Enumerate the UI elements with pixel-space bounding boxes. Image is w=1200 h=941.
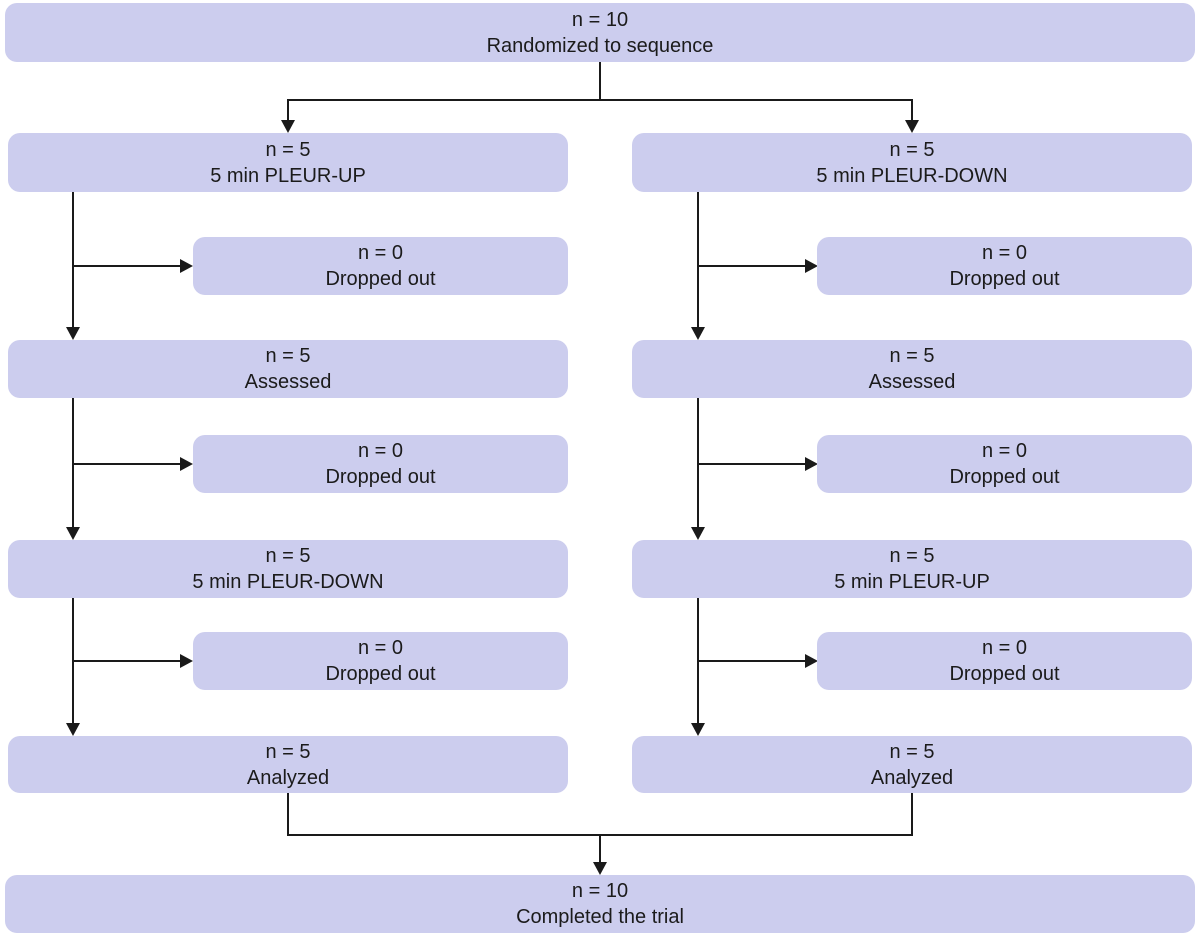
arrow-down-icon: [281, 120, 295, 133]
box-count: n = 5: [265, 740, 311, 763]
connector-split-horizontal: [287, 99, 913, 101]
flow-box-left-assessed: n = 5 Assessed: [8, 340, 568, 398]
box-count: n = 0: [981, 440, 1028, 462]
arrow-right-icon: [805, 654, 818, 668]
box-count: n = 5: [889, 138, 935, 161]
connector-left-stem-2: [72, 398, 74, 527]
connector-merge-stem: [599, 835, 601, 862]
box-label: 5 min PLEUR-UP: [210, 164, 366, 187]
arrow-down-icon: [66, 723, 80, 736]
flow-box-right-analyzed: n = 5 Analyzed: [632, 736, 1192, 793]
connector-left-branch-2: [73, 463, 180, 465]
flow-box-left-dropout-2: n = 0 Dropped out: [193, 435, 568, 493]
box-label: Dropped out: [949, 268, 1060, 290]
flow-box-right-dropout-2: n = 0 Dropped out: [817, 435, 1192, 493]
connector-merge-right: [911, 793, 913, 836]
box-label: Analyzed: [870, 766, 954, 789]
arrow-down-icon: [593, 862, 607, 875]
box-label: Dropped out: [325, 268, 436, 290]
connector-split-left-drop: [287, 99, 289, 121]
connector-left-stem-1: [72, 192, 74, 327]
connector-right-branch-2: [698, 463, 805, 465]
flow-box-right-allocation: n = 5 5 min PLEUR-DOWN: [632, 133, 1192, 192]
box-count: n = 5: [265, 138, 311, 161]
arrow-down-icon: [691, 723, 705, 736]
box-count: n = 0: [981, 242, 1028, 264]
flow-box-randomized: n = 10 Randomized to sequence: [5, 3, 1195, 62]
connector-split-stem: [599, 62, 601, 100]
arrow-down-icon: [66, 327, 80, 340]
box-label: Assessed: [244, 371, 332, 393]
arrow-right-icon: [180, 259, 193, 273]
connector-right-stem-1: [697, 192, 699, 327]
box-count: n = 10: [571, 8, 629, 31]
flow-box-left-allocation: n = 5 5 min PLEUR-UP: [8, 133, 568, 192]
flow-box-right-assessed: n = 5 Assessed: [632, 340, 1192, 398]
box-label: Analyzed: [246, 766, 330, 789]
arrow-right-icon: [805, 259, 818, 273]
arrow-right-icon: [805, 457, 818, 471]
box-count: n = 0: [357, 242, 404, 264]
arrow-right-icon: [180, 654, 193, 668]
box-count: n = 0: [357, 637, 404, 659]
flow-box-left-dropout-3: n = 0 Dropped out: [193, 632, 568, 690]
connector-left-branch-3: [73, 660, 180, 662]
box-label: Completed the trial: [516, 906, 684, 928]
arrow-down-icon: [66, 527, 80, 540]
connector-left-branch-1: [73, 265, 180, 267]
box-label: Dropped out: [325, 466, 436, 488]
box-label: 5 min PLEUR-DOWN: [192, 571, 384, 593]
box-label: Dropped out: [325, 663, 436, 685]
connector-right-branch-3: [698, 660, 805, 662]
flow-box-left-analyzed: n = 5 Analyzed: [8, 736, 568, 793]
flow-box-right-crossover: n = 5 5 min PLEUR-UP: [632, 540, 1192, 598]
box-label: Dropped out: [949, 663, 1060, 685]
arrow-down-icon: [691, 327, 705, 340]
box-label: 5 min PLEUR-UP: [834, 571, 990, 593]
box-count: n = 5: [889, 545, 935, 567]
box-count: n = 5: [265, 345, 311, 367]
connector-merge-left: [287, 793, 289, 836]
box-count: n = 10: [571, 880, 629, 902]
arrow-down-icon: [691, 527, 705, 540]
flow-box-completed: n = 10 Completed the trial: [5, 875, 1195, 933]
flow-box-left-crossover: n = 5 5 min PLEUR-DOWN: [8, 540, 568, 598]
box-count: n = 5: [889, 740, 935, 763]
box-count: n = 0: [981, 637, 1028, 659]
flow-box-left-dropout-1: n = 0 Dropped out: [193, 237, 568, 295]
box-label: Dropped out: [949, 466, 1060, 488]
arrow-down-icon: [905, 120, 919, 133]
flow-box-right-dropout-1: n = 0 Dropped out: [817, 237, 1192, 295]
box-count: n = 5: [889, 345, 935, 367]
flow-box-right-dropout-3: n = 0 Dropped out: [817, 632, 1192, 690]
box-label: 5 min PLEUR-DOWN: [816, 164, 1008, 187]
connector-split-right-drop: [911, 99, 913, 121]
box-count: n = 0: [357, 440, 404, 462]
connector-right-branch-1: [698, 265, 805, 267]
arrow-right-icon: [180, 457, 193, 471]
box-count: n = 5: [265, 545, 311, 567]
connector-right-stem-2: [697, 398, 699, 527]
box-label: Randomized to sequence: [486, 34, 714, 57]
box-label: Assessed: [868, 371, 956, 393]
